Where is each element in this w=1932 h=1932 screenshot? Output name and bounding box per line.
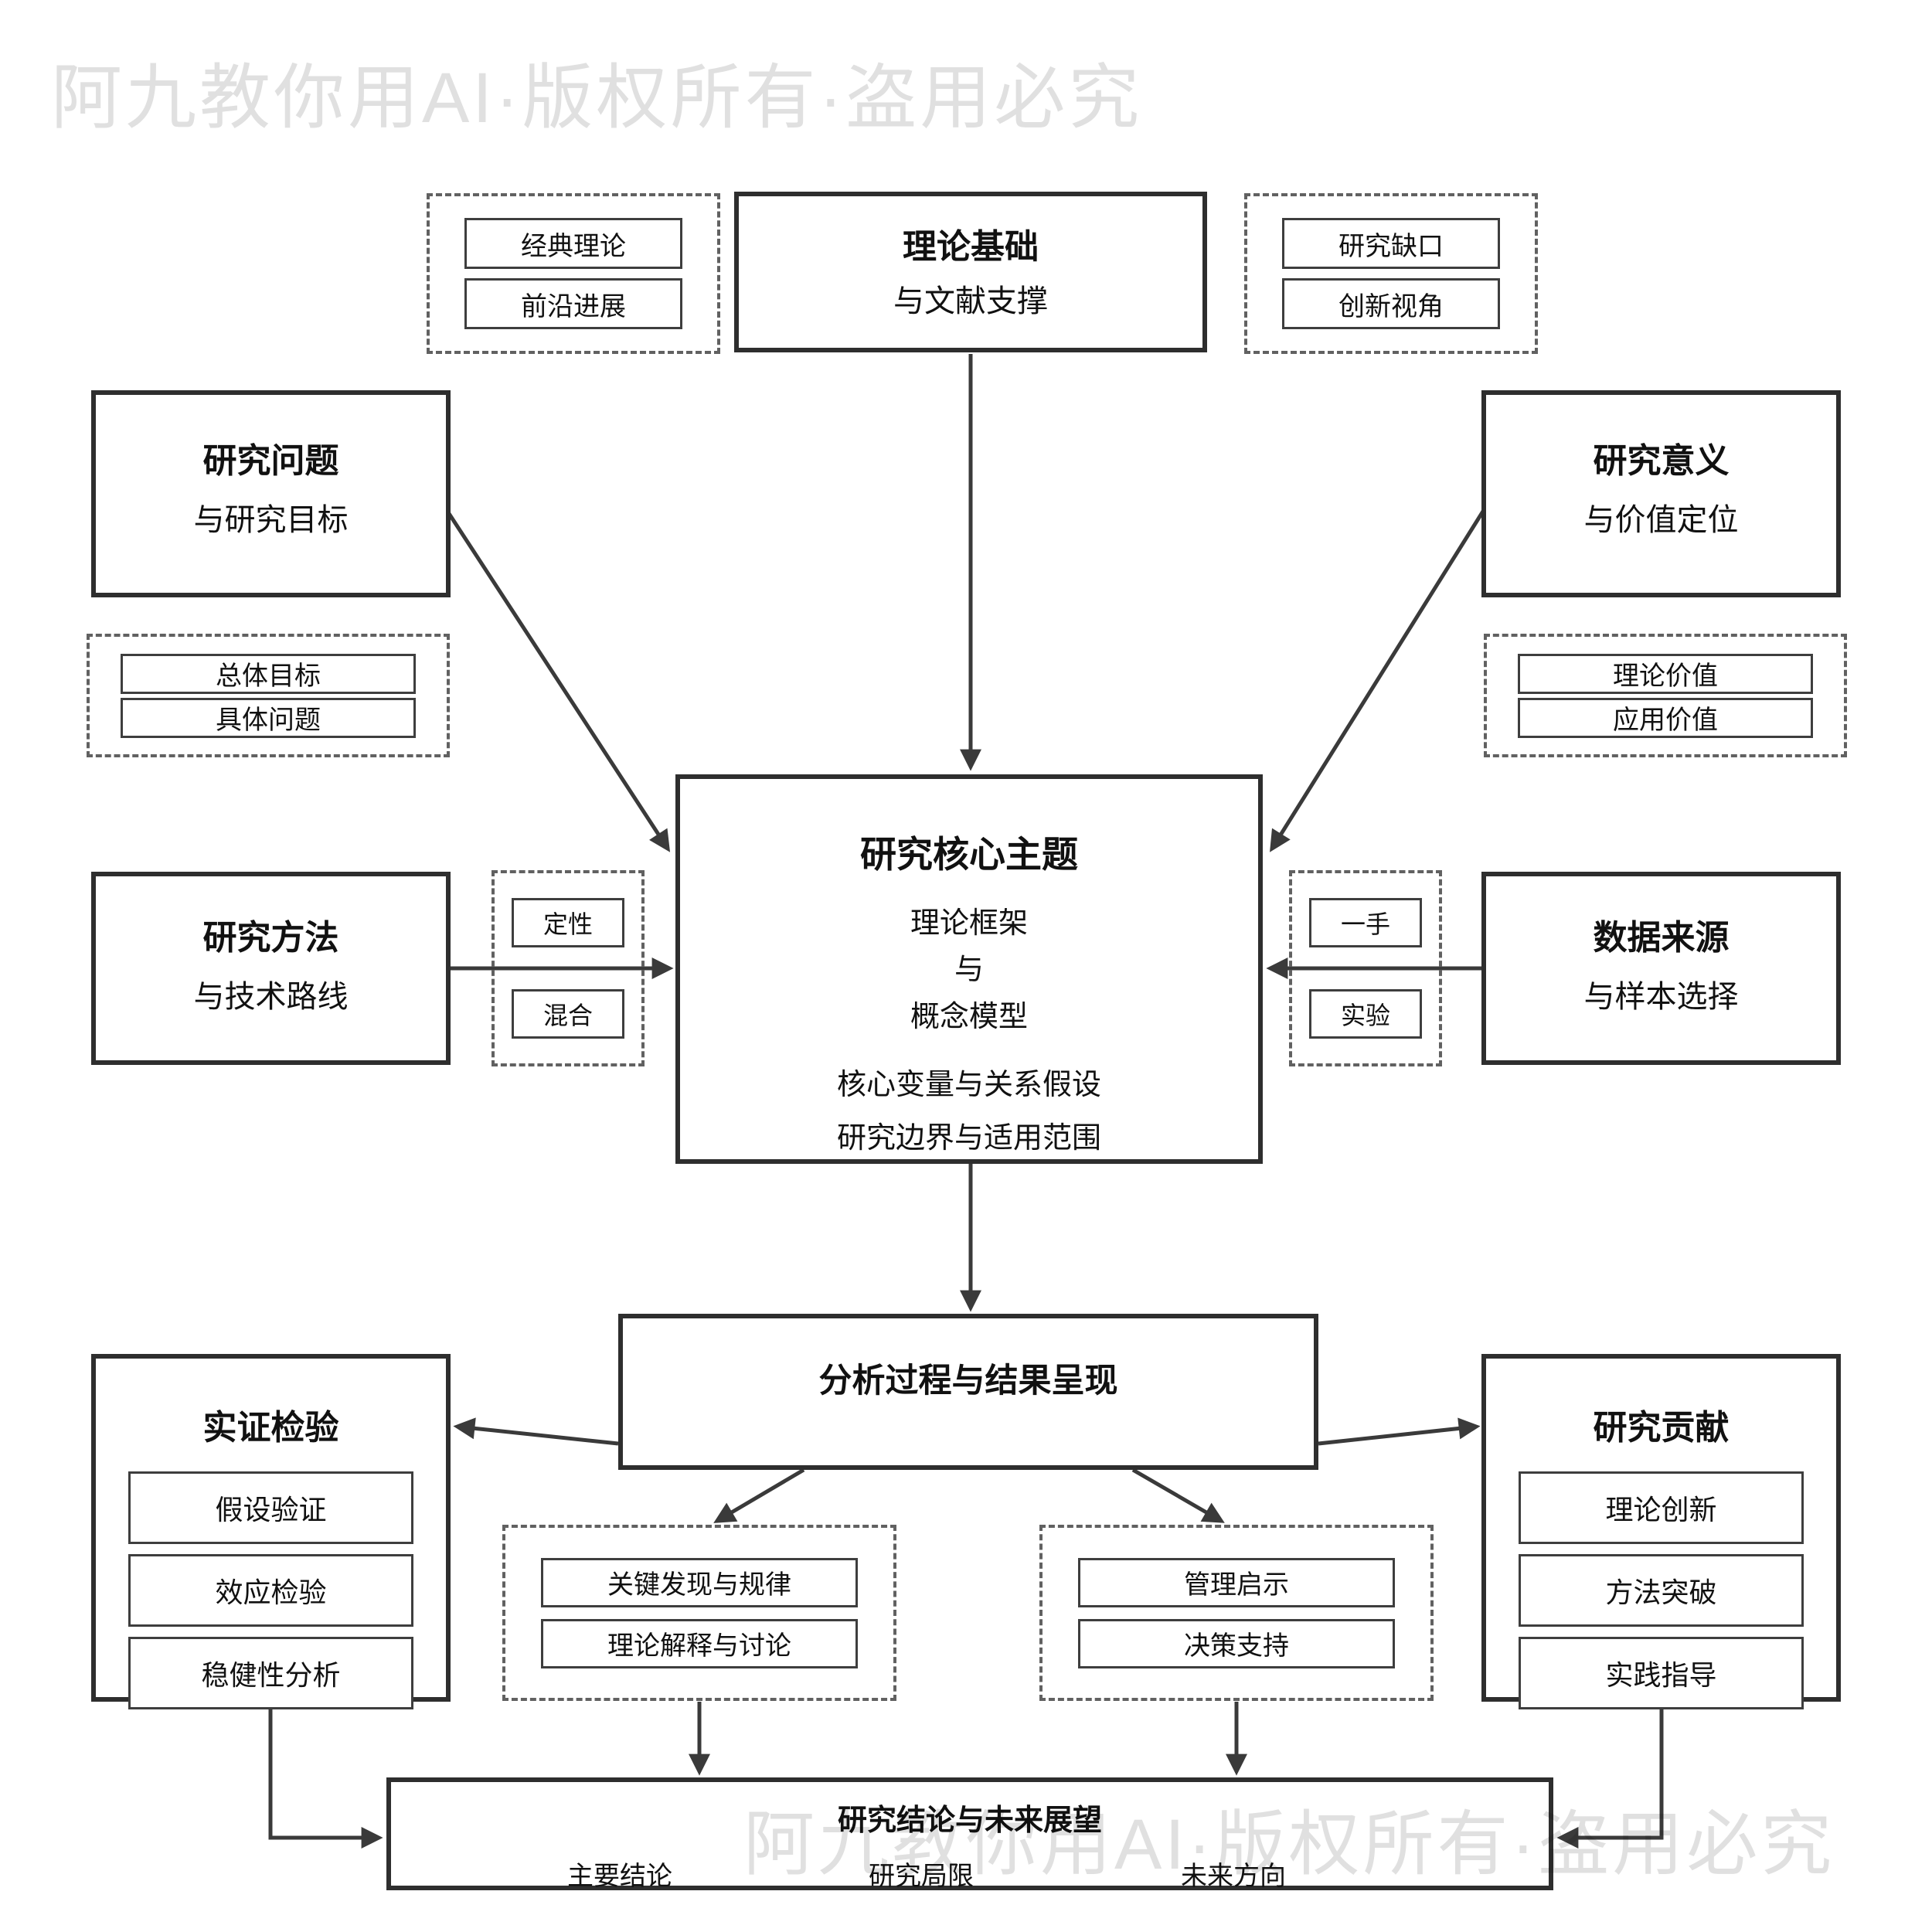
- node-analysis-title: 分析过程与结果呈现: [818, 1362, 1118, 1400]
- node-research-question-title: 研究问题: [202, 442, 339, 480]
- core-theme-line-variables: 核心变量与关系假设: [836, 1068, 1101, 1101]
- tag-mixed: 混合: [512, 989, 624, 1039]
- item-robustness-analysis: 稳健性分析: [128, 1637, 413, 1709]
- node-theory-base-subtitle: 与文献支撑: [893, 284, 1048, 319]
- tag-firsthand: 一手: [1309, 898, 1422, 947]
- tag-key-findings: 关键发现与规律: [541, 1557, 858, 1607]
- group-value-tags: 理论价值 应用价值: [1484, 634, 1847, 757]
- arrow-analysis-to-contribution: [1318, 1417, 1481, 1446]
- tag-overall-goal: 总体目标: [121, 653, 416, 694]
- core-theme-line-model: 概念模型: [910, 1001, 1028, 1034]
- tag-classic-theory: 经典理论: [464, 218, 682, 269]
- item-theoretical-innovation: 理论创新: [1519, 1471, 1804, 1544]
- tag-decision-support: 决策支持: [1078, 1618, 1395, 1668]
- node-significance: 研究意义 与价值定位: [1481, 390, 1841, 597]
- node-empirical-test-title: 实证检验: [202, 1409, 339, 1447]
- item-research-limitation: 研究局限: [869, 1862, 974, 1891]
- node-significance-title: 研究意义: [1593, 442, 1730, 480]
- node-analysis: 分析过程与结果呈现: [618, 1314, 1318, 1470]
- tag-experiment: 实验: [1309, 989, 1422, 1039]
- node-core-theme-title: 研究核心主题: [860, 834, 1078, 875]
- group-implication-tags: 管理启示 决策支持: [1039, 1525, 1434, 1701]
- item-hypothesis-verification: 假设验证: [128, 1471, 413, 1544]
- group-objective-tags: 总体目标 具体问题: [87, 634, 450, 757]
- node-theory-base: 理论基础 与文献支撑: [734, 192, 1207, 352]
- item-future-direction: 未来方向: [1181, 1862, 1286, 1891]
- node-data-source-title: 数据来源: [1593, 919, 1730, 957]
- item-effect-test: 效应检验: [128, 1554, 413, 1627]
- tag-innovation-view: 创新视角: [1282, 278, 1500, 329]
- tag-qualitative: 定性: [512, 898, 624, 947]
- arrow-analysis-to-implications: [1131, 1468, 1225, 1523]
- tag-management-implications: 管理启示: [1078, 1557, 1395, 1607]
- arrow-significance-to-core: [1270, 509, 1486, 852]
- group-data-tags: 一手 实验: [1289, 870, 1442, 1066]
- tag-applied-value: 应用价值: [1518, 697, 1813, 738]
- node-significance-subtitle: 与价值定位: [1583, 503, 1739, 538]
- group-method-tags: 定性 混合: [492, 870, 645, 1066]
- tag-theory-discussion: 理论解释与讨论: [541, 1618, 858, 1668]
- item-practice-guidance: 实践指导: [1519, 1637, 1804, 1709]
- arrow-analysis-to-empirical: [453, 1417, 619, 1446]
- node-core-theme: 研究核心主题 理论框架 与 概念模型 核心变量与关系假设 研究边界与适用范围: [675, 774, 1263, 1164]
- node-theory-base-title: 理论基础: [903, 228, 1039, 266]
- node-method-subtitle: 与技术路线: [193, 980, 349, 1015]
- core-theme-line-framework: 理论框架: [910, 906, 1028, 940]
- tag-specific-question: 具体问题: [121, 697, 416, 738]
- core-theme-line-and: 与: [954, 954, 984, 987]
- node-conclusion-title: 研究结论与未来展望: [837, 1804, 1102, 1837]
- group-theory-tags: 经典理论 前沿进展: [427, 193, 720, 354]
- node-method: 研究方法 与技术路线: [91, 872, 451, 1065]
- node-data-source: 数据来源 与样本选择: [1481, 872, 1841, 1065]
- node-conclusion: 研究结论与未来展望 主要结论 研究局限 未来方向: [386, 1777, 1553, 1891]
- node-contribution-title: 研究贡献: [1593, 1409, 1730, 1447]
- arrow-analysis-to-findings: [713, 1468, 805, 1523]
- arrow-question-to-core: [444, 509, 671, 852]
- item-main-conclusion: 主要结论: [567, 1862, 672, 1891]
- arrow-empirical-to-conclusion: [268, 1703, 383, 1849]
- core-theme-line-boundary: 研究边界与适用范围: [836, 1122, 1101, 1155]
- node-research-question-subtitle: 与研究目标: [193, 503, 349, 538]
- node-method-title: 研究方法: [202, 919, 339, 957]
- tag-research-gap: 研究缺口: [1282, 218, 1500, 269]
- group-gap-tags: 研究缺口 创新视角: [1244, 193, 1538, 354]
- node-empirical-test: 实证检验 假设验证 效应检验 稳健性分析: [91, 1354, 451, 1709]
- node-contribution: 研究贡献 理论创新 方法突破 实践指导: [1481, 1354, 1841, 1709]
- tag-frontier-progress: 前沿进展: [464, 278, 682, 329]
- item-method-breakthrough: 方法突破: [1519, 1554, 1804, 1627]
- group-finding-tags: 关键发现与规律 理论解释与讨论: [502, 1525, 896, 1701]
- tag-theoretical-value: 理论价值: [1518, 653, 1813, 694]
- node-data-source-subtitle: 与样本选择: [1583, 980, 1739, 1015]
- arrow-contribution-to-conclusion: [1556, 1703, 1664, 1849]
- node-research-question: 研究问题 与研究目标: [91, 390, 451, 597]
